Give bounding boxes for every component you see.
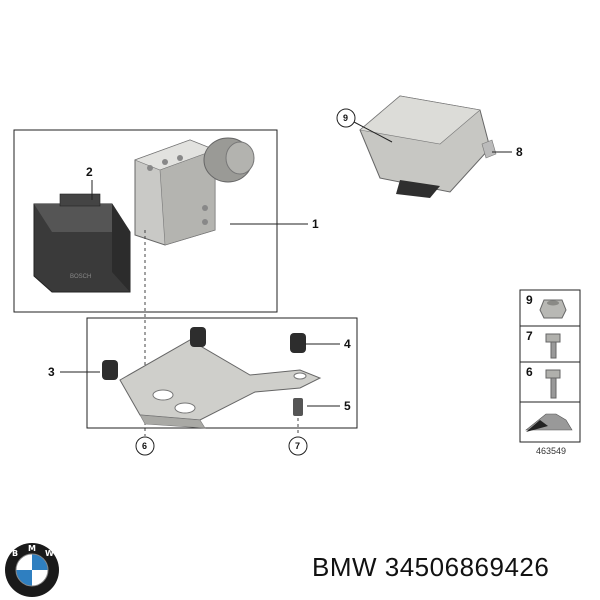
- callout-5: 5: [344, 399, 351, 413]
- legend-label-7: 7: [526, 329, 533, 343]
- diagram-id: 463549: [536, 446, 566, 456]
- lower-bracket-frame: [86, 317, 358, 429]
- upper-assembly-frame: [13, 129, 278, 313]
- callout-3: 3: [48, 365, 55, 379]
- legend-label-9: 9: [526, 293, 533, 307]
- callout-1: 1: [312, 217, 319, 231]
- callout-9-circle: [336, 108, 356, 128]
- hydraulic-unit-part: [134, 137, 255, 246]
- ecu-module-part: [359, 95, 497, 198]
- svg-text:W: W: [45, 549, 54, 558]
- callout-6: 6: [142, 441, 147, 451]
- callout-6-circle: [135, 436, 155, 456]
- legend-label-6: 6: [526, 365, 533, 379]
- bmw-logo: B M W: [5, 543, 59, 597]
- control-module-part: BOSCH: [33, 193, 131, 293]
- callout-7: 7: [295, 441, 300, 451]
- callout-9: 9: [343, 113, 348, 123]
- svg-text:BOSCH: BOSCH: [70, 274, 91, 280]
- fastener-legend: [519, 289, 581, 443]
- mounting-bracket-part: [102, 327, 322, 429]
- callout-2: 2: [86, 165, 93, 179]
- part-caption: BMW 34506869426: [312, 552, 550, 582]
- callout-7-circle: [288, 436, 308, 456]
- svg-text:B: B: [12, 549, 18, 558]
- callout-8: 8: [516, 145, 523, 159]
- callout-4: 4: [344, 337, 351, 351]
- svg-text:M: M: [28, 544, 36, 553]
